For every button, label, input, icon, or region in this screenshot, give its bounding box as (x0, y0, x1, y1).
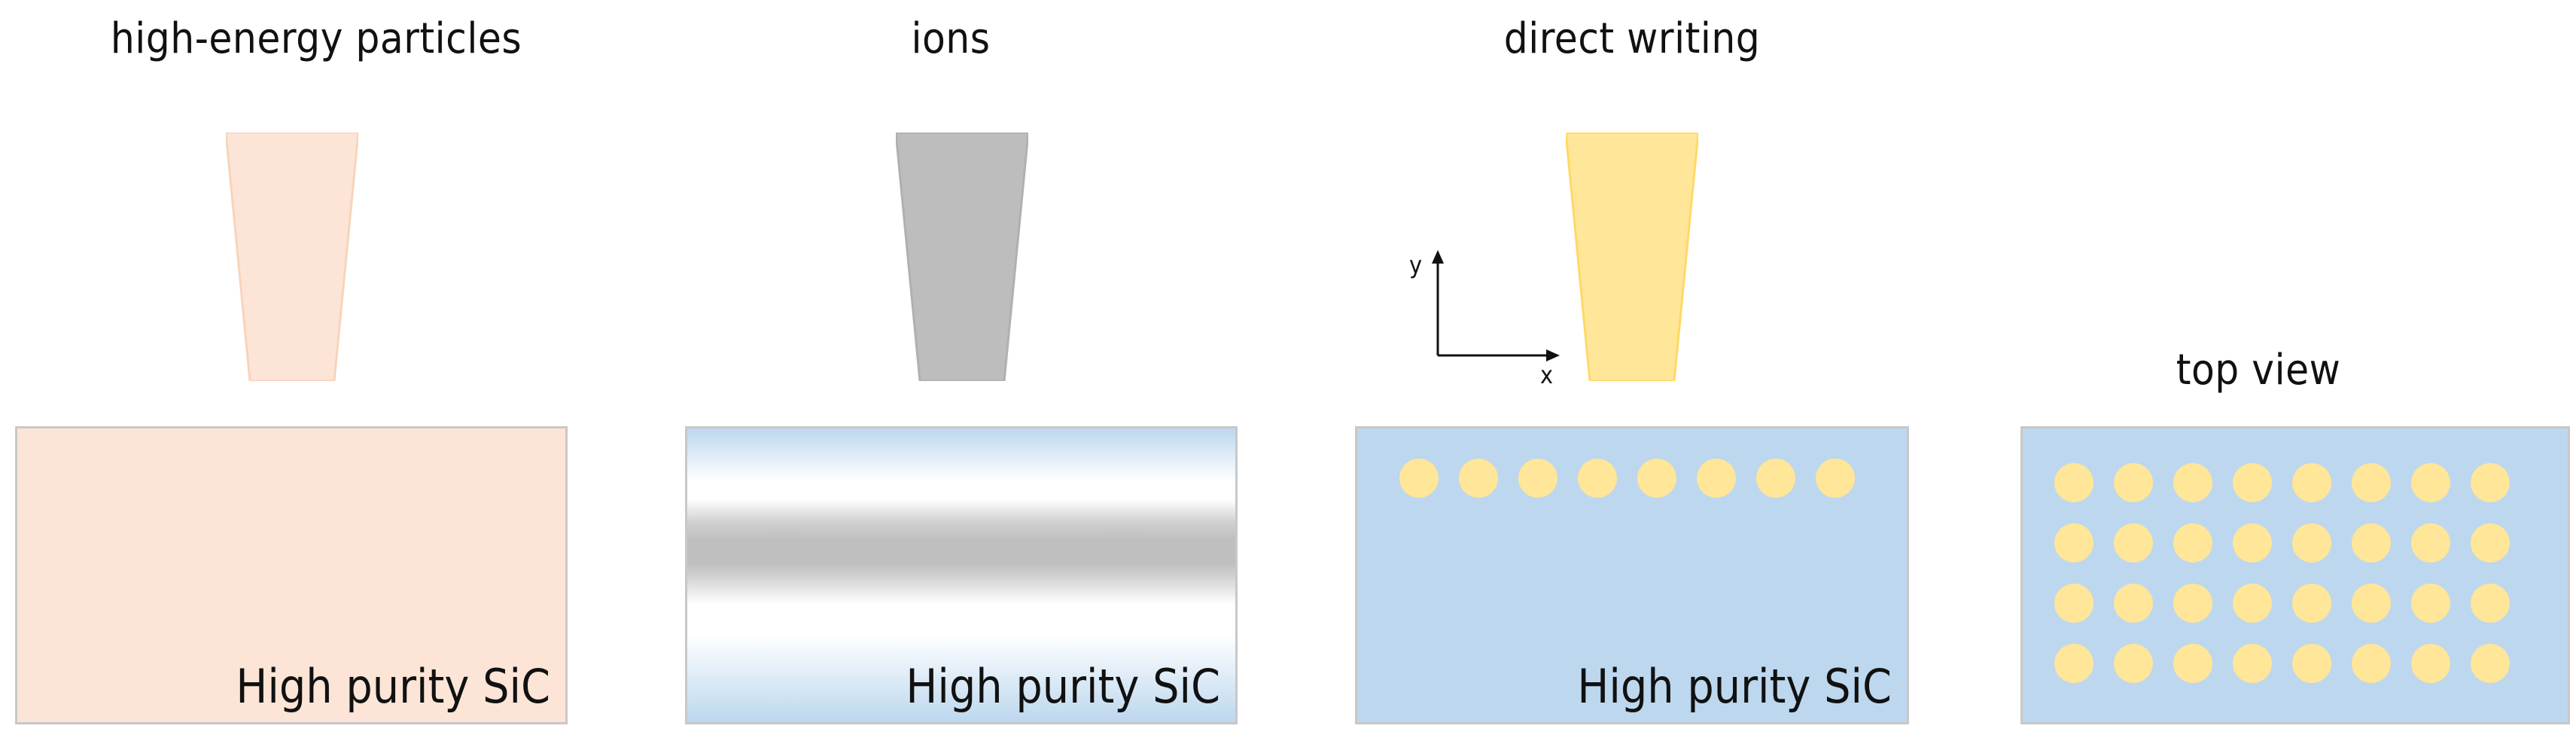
defect-dot (2292, 463, 2331, 502)
defect-dot (1816, 459, 1855, 498)
defect-dot (2233, 463, 2272, 502)
defect-dot (2173, 584, 2212, 623)
material-label: High purity SiC (1577, 659, 1892, 714)
writing-beam (1566, 133, 1698, 381)
coordinate-axes (1430, 249, 1566, 372)
sic-block-ions: High purity SiC (685, 426, 1238, 724)
defect-dot (1697, 459, 1736, 498)
defect-dot (2411, 463, 2450, 502)
particle-beam (226, 133, 358, 381)
writing-beam-shape (1566, 133, 1698, 381)
defect-dot (2233, 644, 2272, 683)
particle-beam-shape (226, 133, 358, 381)
ion-beam-shape (896, 133, 1028, 381)
ion-beam (896, 133, 1028, 381)
defect-dot (2471, 463, 2510, 502)
panel-2-title: ions (911, 14, 991, 63)
sic-block-particles: High purity SiC (15, 426, 568, 724)
x-axis-arrow (1546, 349, 1560, 361)
panel-1-title: high-energy particles (110, 14, 522, 63)
defect-dot (1518, 459, 1557, 498)
defect-dot (2173, 644, 2212, 683)
defect-dot (1637, 459, 1676, 498)
panel-4-title: top view (2176, 346, 2341, 395)
x-axis-label: x (1540, 361, 1554, 389)
defect-dot (1756, 459, 1795, 498)
defect-dot (2054, 463, 2093, 502)
defect-dot (2173, 523, 2212, 563)
defect-dot (2292, 523, 2331, 563)
defect-dot (2054, 523, 2093, 563)
defect-dot (2233, 584, 2272, 623)
defect-dot (2114, 523, 2153, 563)
defect-dot (1459, 459, 1498, 498)
defect-dot (2352, 644, 2391, 683)
material-label: High purity SiC (236, 659, 550, 714)
defect-dot (2054, 644, 2093, 683)
panel-3-title: direct writing (1503, 14, 1761, 63)
defect-dot (2292, 584, 2331, 623)
defect-dot (2471, 644, 2510, 683)
defect-dot (1578, 459, 1617, 498)
defect-dot (2471, 523, 2510, 563)
defect-dot (2292, 644, 2331, 683)
defect-dot (2114, 584, 2153, 623)
defect-dot (2352, 463, 2391, 502)
material-label: High purity SiC (906, 659, 1220, 714)
sic-block-direct-writing: High purity SiC (1355, 426, 1909, 724)
defect-dot (2233, 523, 2272, 563)
defect-dot (2411, 644, 2450, 683)
y-axis-arrow (1432, 250, 1444, 264)
defect-dot (2352, 523, 2391, 563)
defect-dot (2114, 463, 2153, 502)
defect-dot (2114, 644, 2153, 683)
defect-dot (2054, 584, 2093, 623)
defect-dot (2471, 584, 2510, 623)
defect-dot (2411, 584, 2450, 623)
top-view-block (2020, 426, 2570, 724)
defect-dot (2173, 463, 2212, 502)
y-axis-label: y (1409, 251, 1423, 279)
defect-dot (2352, 584, 2391, 623)
defect-dot (1399, 459, 1439, 498)
defect-dot (2411, 523, 2450, 563)
